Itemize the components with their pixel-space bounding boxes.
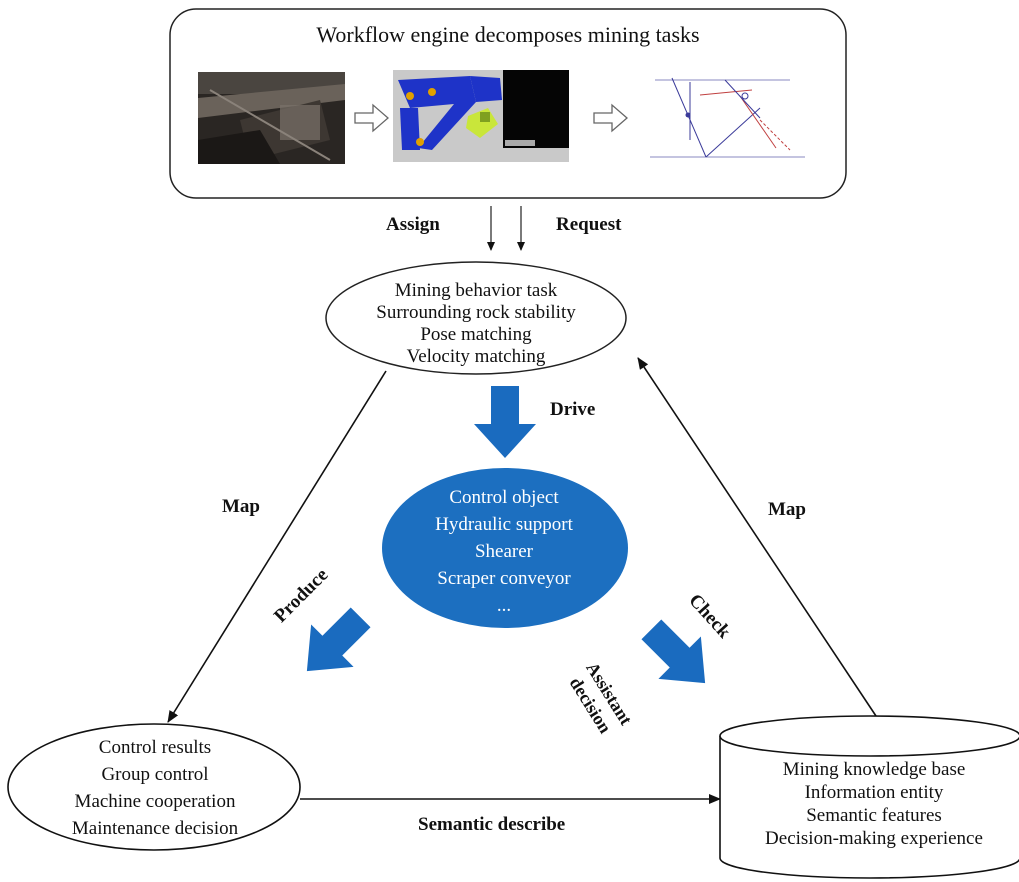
control-object-ellipse: [382, 468, 628, 628]
hollow-arrow-icon: [354, 103, 389, 133]
results-line: Control results: [98, 737, 212, 758]
control-line: Scraper conveyor: [437, 568, 571, 589]
task-line: Surrounding rock stability: [376, 302, 576, 323]
results-line: Maintenance decision: [71, 818, 239, 839]
results-ellipse: [7, 723, 301, 851]
produce-arrow: [306, 607, 371, 672]
kb-line: Information entity: [804, 782, 944, 803]
map-left-arrow: [167, 370, 387, 723]
control-object-text: Control object Hydraulic support Shearer…: [382, 484, 626, 619]
kb-line: Semantic features: [806, 805, 942, 826]
drive-arrow: [474, 386, 536, 458]
request-label: Request: [556, 214, 622, 235]
results-line: Group control: [101, 764, 209, 785]
task-line: Pose matching: [420, 324, 532, 345]
semantic-describe-label: Semantic describe: [418, 814, 566, 835]
control-line: ...: [496, 595, 512, 616]
results-line: Machine cooperation: [74, 791, 236, 812]
task-ellipse: [325, 261, 627, 375]
task-line: Mining behavior task: [394, 280, 558, 301]
kb-line: Decision-making experience: [765, 828, 983, 849]
control-line: Control object: [449, 487, 559, 508]
control-line: Shearer: [474, 541, 534, 562]
map-right-label: Map: [768, 499, 806, 520]
sketch-thumbnail: [650, 77, 805, 158]
assign-label: Assign: [386, 214, 440, 235]
map-right-arrow: [637, 357, 877, 717]
knowledge-node-text: Mining knowledge base Information entity…: [726, 758, 1019, 850]
drive-label: Drive: [550, 399, 596, 420]
mine-photo-thumbnail: [198, 72, 345, 164]
kb-line: Mining knowledge base: [782, 759, 966, 780]
hollow-arrow-icon: [593, 103, 628, 133]
simulation-thumbnail: [393, 70, 569, 162]
task-node-text: Mining behavior task Surrounding rock st…: [326, 280, 626, 368]
knowledge-base-cylinder: [719, 715, 1019, 879]
check-arrow: [641, 619, 706, 684]
map-left-label: Map: [222, 496, 260, 517]
results-node-text: Control results Group control Machine co…: [10, 734, 300, 842]
control-line: Hydraulic support: [435, 514, 573, 535]
task-line: Velocity matching: [406, 346, 546, 367]
workflow-title: Workflow engine decomposes mining tasks: [316, 22, 700, 47]
